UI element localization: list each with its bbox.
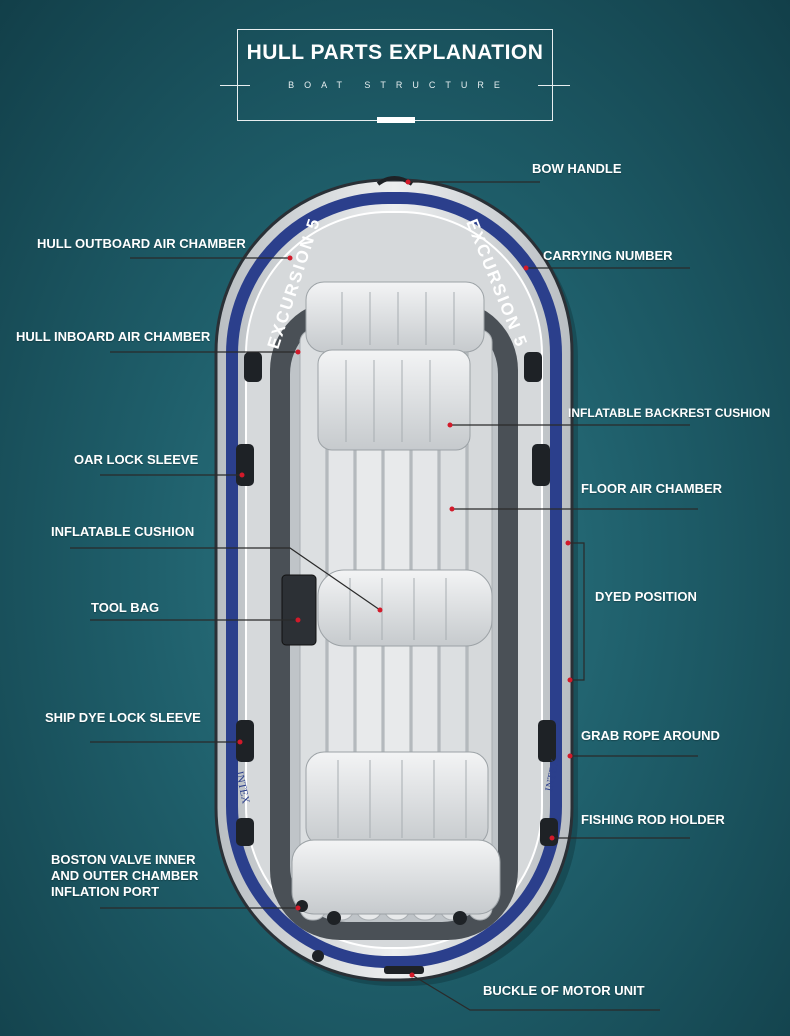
label-fishing-rod-holder: FISHING ROD HOLDER bbox=[581, 812, 725, 827]
label-floor-air-chamber: FLOOR AIR CHAMBER bbox=[581, 481, 723, 496]
leader-inflatable-cushion bbox=[70, 547, 381, 611]
label-inflatable-cushion: INFLATABLE CUSHION bbox=[51, 524, 195, 539]
marker-backrest bbox=[447, 422, 453, 428]
marker-dyed-bottom bbox=[567, 677, 573, 683]
backrest-cushion bbox=[305, 281, 485, 451]
label-hull-inboard-air-chamber: HULL INBOARD AIR CHAMBER bbox=[16, 329, 211, 344]
marker-carrying-number bbox=[523, 265, 529, 271]
marker-buckle bbox=[409, 972, 415, 978]
leader-buckle bbox=[411, 974, 660, 1011]
marker-inflatable-cushion bbox=[377, 607, 383, 613]
label-buckle-of-motor-unit: BUCKLE OF MOTOR UNIT bbox=[483, 983, 645, 998]
marker-hull-outboard bbox=[287, 255, 293, 261]
marker-tool-bag bbox=[295, 617, 301, 623]
inflation-valves bbox=[296, 900, 467, 962]
label-carrying-number: CARRYING NUMBER bbox=[543, 248, 673, 263]
stern-seat bbox=[291, 751, 501, 915]
label-dyed-position: DYED POSITION bbox=[595, 589, 697, 604]
marker-hull-inboard bbox=[295, 349, 301, 355]
label-grab-rope-around: GRAB ROPE AROUND bbox=[581, 728, 720, 743]
label-hull-outboard-air-chamber: HULL OUTBOARD AIR CHAMBER bbox=[37, 236, 246, 251]
label-ship-dye-lock-sleeve: SHIP DYE LOCK SLEEVE bbox=[45, 710, 201, 725]
marker-boston-valve bbox=[295, 905, 301, 911]
label-oar-lock-sleeve: OAR LOCK SLEEVE bbox=[74, 452, 199, 467]
marker-ship-dye-lock bbox=[237, 739, 243, 745]
marker-fishing-rod bbox=[549, 835, 555, 841]
label-tool-bag: TOOL BAG bbox=[91, 600, 160, 615]
page-title: HULL PARTS EXPLANATION bbox=[246, 41, 544, 64]
marker-oar-lock bbox=[239, 472, 245, 478]
motor-buckle-shape bbox=[384, 966, 424, 974]
oar-lock-sleeves bbox=[236, 352, 558, 846]
hull-blue-stripe bbox=[226, 192, 562, 968]
subtitle-rule-right bbox=[538, 85, 570, 86]
title-notch bbox=[377, 117, 415, 123]
middle-cushion bbox=[317, 569, 493, 647]
label-inflatable-backrest-cushion: INFLATABLE BACKREST CUSHION bbox=[568, 406, 771, 420]
marker-bow-handle bbox=[405, 179, 411, 185]
marker-dyed-top bbox=[565, 540, 571, 546]
label-boston-valve: BOSTON VALVE INNER AND OUTER CHAMBER INF… bbox=[51, 852, 199, 899]
label-bow-handle: BOW HANDLE bbox=[532, 161, 622, 176]
page-subtitle: BOAT STRUCTURE bbox=[288, 80, 510, 90]
tool-bag-shape bbox=[281, 574, 317, 646]
subtitle-rule-left bbox=[220, 85, 250, 86]
marker-floor bbox=[449, 506, 455, 512]
leader-dyed-bracket bbox=[568, 542, 585, 681]
marker-grab-rope bbox=[567, 753, 573, 759]
